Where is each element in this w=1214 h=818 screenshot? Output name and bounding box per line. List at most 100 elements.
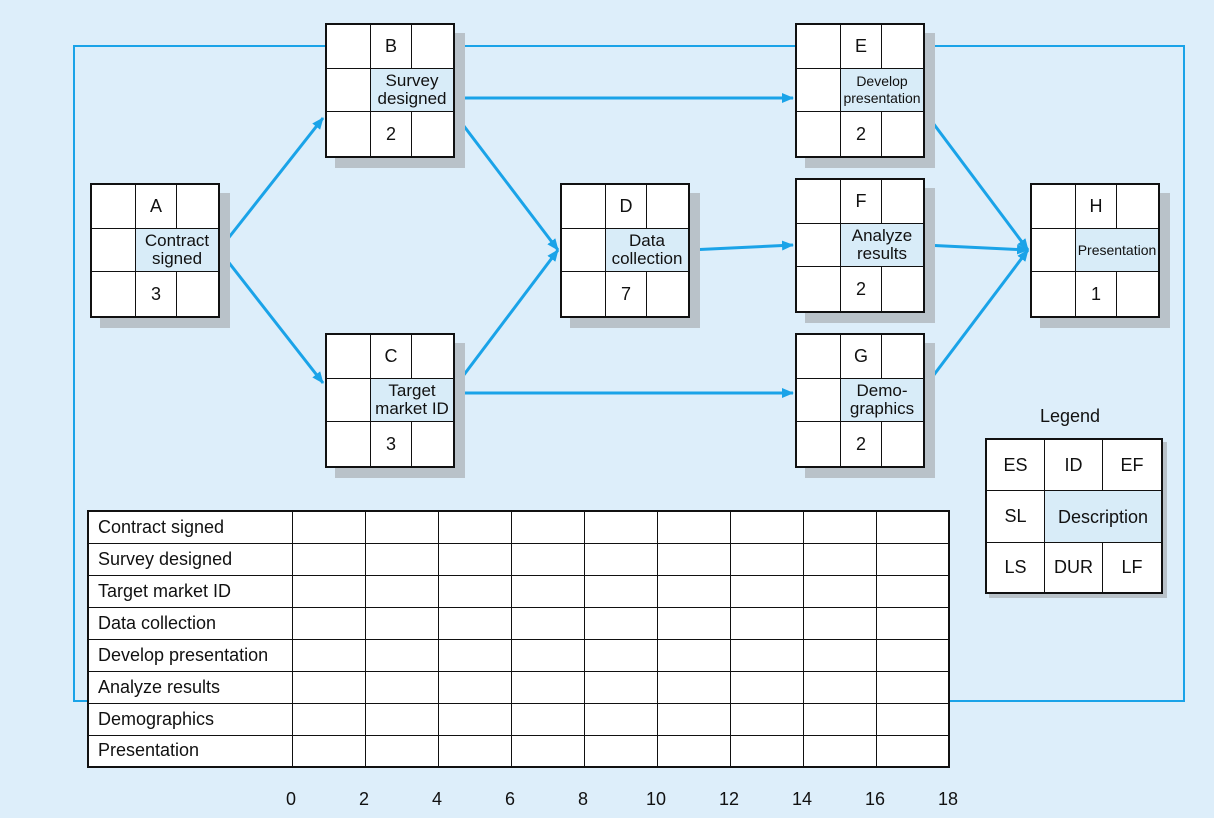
dependency-arrow-g-h [922, 249, 1030, 389]
dependency-arrow-e-h [922, 110, 1030, 251]
gantt-cell [437, 510, 512, 544]
gantt-cell [656, 606, 731, 640]
time-axis-tick: 8 [577, 789, 589, 809]
gantt-row-label: Develop presentation [87, 638, 293, 672]
time-axis-tick: 10 [645, 789, 667, 809]
gantt-cell [656, 574, 731, 608]
gantt-cell [729, 670, 804, 704]
activity-node-c: C Target market ID 3 [325, 333, 465, 478]
gantt-cell [437, 734, 512, 768]
gantt-cell [510, 734, 585, 768]
gantt-cell [656, 542, 731, 576]
gantt-cell [656, 734, 731, 768]
dependency-arrow-f-h [923, 243, 1029, 255]
legend-id: ID [1045, 440, 1103, 491]
activity-description: Demo-graphics [841, 379, 923, 422]
gantt-cell [656, 670, 731, 704]
gantt-cell [729, 510, 804, 544]
time-axis-tick: 2 [358, 789, 370, 809]
gantt-row-label: Presentation [87, 734, 293, 768]
gantt-cell [437, 542, 512, 576]
activity-node-b: B Survey designed 2 [325, 23, 465, 168]
gantt-cell [729, 638, 804, 672]
gantt-cell [656, 702, 731, 736]
activity-description: Contract signed [136, 229, 218, 272]
activity-node-g: G Demo-graphics 2 [795, 333, 935, 478]
gantt-row: Survey designed [87, 542, 950, 576]
gantt-cell [364, 574, 439, 608]
time-axis-tick: 6 [504, 789, 516, 809]
activity-duration: 2 [841, 267, 882, 311]
gantt-cell [583, 702, 658, 736]
gantt-cell [802, 702, 877, 736]
activity-description: Presentation [1076, 229, 1158, 272]
gantt-cell [510, 702, 585, 736]
gantt-cell [291, 574, 366, 608]
activity-duration: 3 [371, 422, 412, 466]
gantt-cell [802, 606, 877, 640]
gantt-cell [583, 670, 658, 704]
gantt-row: Presentation [87, 734, 950, 768]
gantt-row-label: Target market ID [87, 574, 293, 608]
gantt-cell [291, 702, 366, 736]
gantt-row: Data collection [87, 606, 950, 640]
gantt-cell [437, 702, 512, 736]
gantt-row-label: Data collection [87, 606, 293, 640]
gantt-cell [802, 734, 877, 768]
gantt-cell [510, 606, 585, 640]
gantt-row-label: Demographics [87, 702, 293, 736]
activity-id: D [606, 185, 647, 229]
gantt-row: Develop presentation [87, 638, 950, 672]
activity-id: H [1076, 185, 1117, 229]
activity-node-h: H Presentation 1 [1030, 183, 1170, 328]
activity-duration: 3 [136, 272, 177, 316]
legend-description: Description [1045, 491, 1161, 543]
gantt-row: Contract signed [87, 510, 950, 544]
gantt-cell [729, 542, 804, 576]
dependency-arrow-a-b [217, 117, 325, 251]
activity-description: Target market ID [371, 379, 453, 422]
gantt-cell [802, 542, 877, 576]
gantt-cell [437, 638, 512, 672]
legend-sl: SL [987, 491, 1045, 543]
gantt-cell [875, 510, 950, 544]
time-axis-tick: 16 [864, 789, 886, 809]
legend-title: Legend [1040, 406, 1101, 426]
activity-description: Develop presentation [841, 69, 923, 112]
frame-line [934, 45, 1185, 702]
gantt-cell [291, 606, 366, 640]
activity-node-d: D Data collection 7 [560, 183, 700, 328]
gantt-cell [291, 638, 366, 672]
gantt-cell [510, 638, 585, 672]
activity-node-a: A Contract signed 3 [90, 183, 230, 328]
activity-id: G [841, 335, 882, 379]
gantt-cell [875, 638, 950, 672]
gantt-cell [437, 574, 512, 608]
activity-id: B [371, 25, 412, 69]
gantt-cell [875, 606, 950, 640]
activity-duration: 1 [1076, 272, 1117, 316]
time-axis-tick: 14 [791, 789, 813, 809]
gantt-row: Target market ID [87, 574, 950, 608]
gantt-cell [364, 670, 439, 704]
activity-id: C [371, 335, 412, 379]
gantt-cell [583, 542, 658, 576]
gantt-cell [583, 638, 658, 672]
activity-description: Analyze results [841, 224, 923, 267]
gantt-cell [656, 510, 731, 544]
activity-duration: 2 [371, 112, 412, 156]
gantt-cell [510, 542, 585, 576]
legend-lf: LF [1121, 557, 1143, 577]
gantt-cell [364, 606, 439, 640]
gantt-cell [729, 734, 804, 768]
legend-box: ES ID EF SL Description LS DUR LF [985, 438, 1167, 598]
gantt-cell [291, 510, 366, 544]
gantt-cell [729, 574, 804, 608]
activity-node-e: E Develop presentation 2 [795, 23, 935, 168]
frame-line [73, 45, 326, 702]
gantt-cell [802, 510, 877, 544]
activity-description: Survey designed [371, 69, 453, 112]
activity-id: A [136, 185, 177, 229]
